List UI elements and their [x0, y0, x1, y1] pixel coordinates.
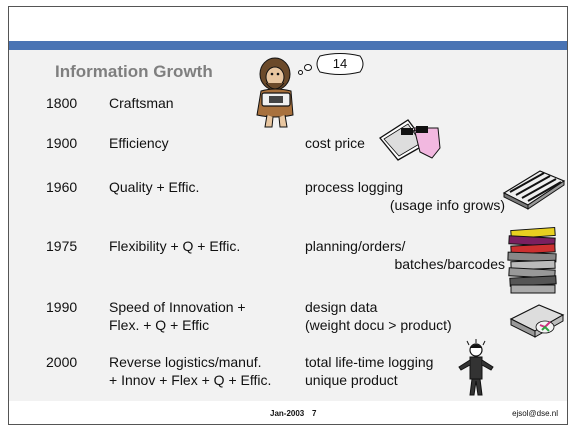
row-year-1990: 1990 [46, 299, 78, 315]
row-year-1960: 1960 [46, 179, 78, 195]
thinking-person-icon [458, 339, 494, 396]
row-desc-1990-line1: Speed of Innovation + [109, 299, 246, 315]
row-note-1960-line1: process logging [305, 179, 404, 195]
row-note-1900: cost price [305, 135, 365, 151]
disk-stack-icon [502, 170, 566, 210]
slide-footer: Jan-2003 7 ejsol@dse.nl [9, 401, 567, 424]
document-with-glasses-icon [379, 119, 441, 161]
row-desc-2000-line1: Reverse logistics/manuf. [109, 354, 262, 370]
row-desc-1800: Craftsman [109, 95, 174, 111]
thought-bubble-icon [316, 53, 364, 75]
row-note-1975-line1: planning/orders/ [305, 238, 406, 254]
row-desc-1960: Quality + Effic. [109, 179, 200, 195]
row-note-2000-line1: total life-time logging [305, 354, 434, 370]
row-note-1990-line2: (weight docu > product) [305, 317, 452, 333]
thought-dot-small [298, 70, 303, 75]
row-note-1975-line2: batches/barcodes [394, 256, 505, 272]
row-desc-2000-line2: + Innov + Flex + Q + Effic. [109, 372, 272, 388]
row-note-1990-line1: design data [305, 299, 378, 315]
slide-top-band [9, 7, 567, 41]
cd-drive-icon [509, 304, 565, 338]
slide: Information Growth 14 1800 Craftsman 190… [8, 6, 568, 425]
row-desc-1990-line2: Flex. + Q + Effic [109, 317, 210, 333]
row-note-2000-line2: unique product [305, 372, 398, 388]
thought-bubble-number: 14 [332, 56, 348, 71]
row-desc-1975: Flexibility + Q + Effic. [109, 238, 241, 254]
footer-date: Jan-2003 [270, 409, 305, 418]
row-year-1900: 1900 [46, 135, 78, 151]
footer-page-number: 7 [312, 409, 317, 418]
row-year-2000: 2000 [46, 354, 78, 370]
accent-band [9, 41, 567, 50]
paper-stack-icon [507, 226, 557, 294]
slide-title: Information Growth [55, 62, 213, 81]
footer-email: ejsol@dse.nl [512, 409, 558, 418]
thought-dot-large [304, 64, 312, 71]
caveman-reading-icon [256, 57, 294, 128]
row-note-1960-line2: (usage info grows) [389, 197, 505, 213]
row-desc-1900: Efficiency [109, 135, 169, 151]
row-year-1800: 1800 [46, 95, 78, 111]
row-year-1975: 1975 [46, 238, 78, 254]
